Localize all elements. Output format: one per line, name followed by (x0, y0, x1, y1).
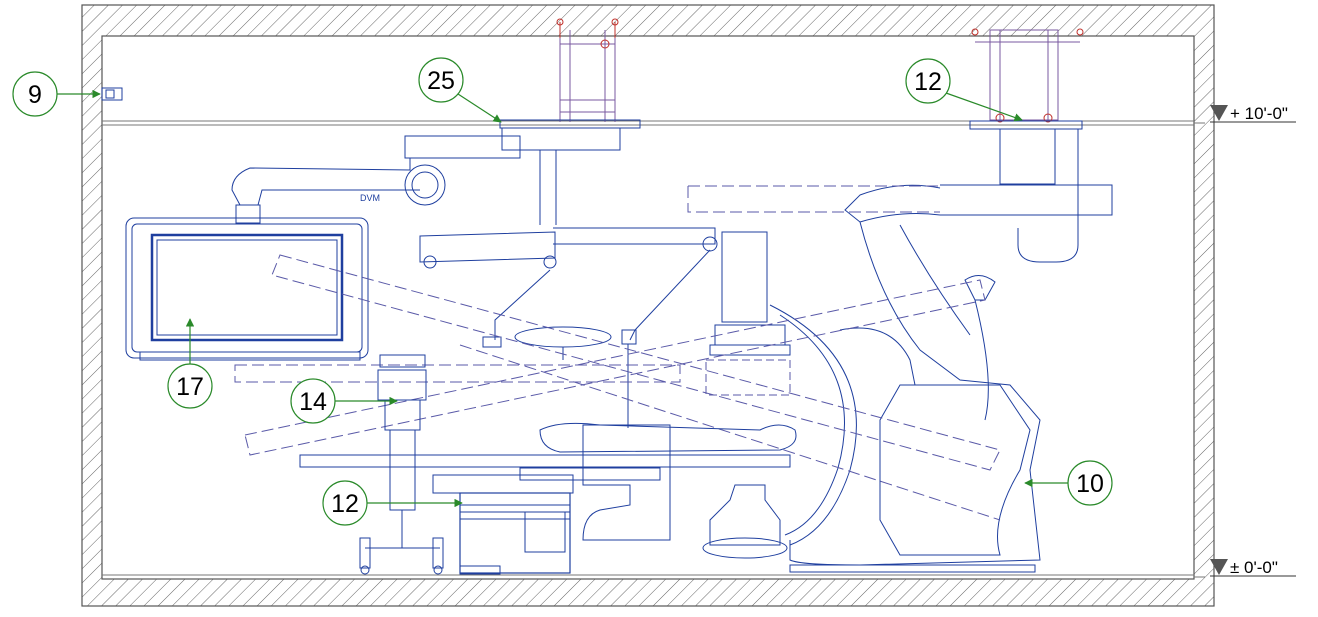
callout-12-ceiling-label: 12 (914, 68, 942, 96)
callout-12-ceiling: 12 (905, 58, 1023, 122)
ceiling-carm-mount (687, 28, 1113, 263)
room-walls (81, 4, 1215, 607)
callout-14-label: 14 (299, 388, 327, 416)
injector-stand (359, 354, 444, 575)
monitor-display (125, 217, 369, 361)
c-arm-system (702, 221, 1041, 573)
callout-10-label: 10 (1076, 470, 1104, 498)
callout-17-label: 17 (176, 373, 204, 401)
swing-range-outlines (234, 254, 1001, 521)
ceiling-level-marker: + 10'-0" (1210, 104, 1296, 123)
monitor-arm-logo: DVM (360, 193, 380, 203)
callout-14: 14 (290, 378, 398, 424)
floor-level-marker: ± 0'-0" (1210, 558, 1296, 577)
floor-level-label: ± 0'-0" (1230, 558, 1278, 577)
callout-25: 25 (418, 57, 502, 123)
patient-table (299, 422, 797, 575)
wall-device (101, 87, 123, 101)
callout-17: 17 (167, 318, 213, 409)
callout-9-label: 9 (28, 81, 42, 109)
ceiling-level-label: + 10'-0" (1230, 104, 1288, 123)
callout-10: 10 (1024, 460, 1113, 506)
callout-9: 9 (12, 71, 101, 117)
callout-12-table-label: 12 (331, 490, 359, 518)
callout-25-label: 25 (427, 67, 455, 95)
callout-12-table: 12 (322, 480, 463, 526)
ceiling-mount-boom-structure (231, 18, 718, 428)
